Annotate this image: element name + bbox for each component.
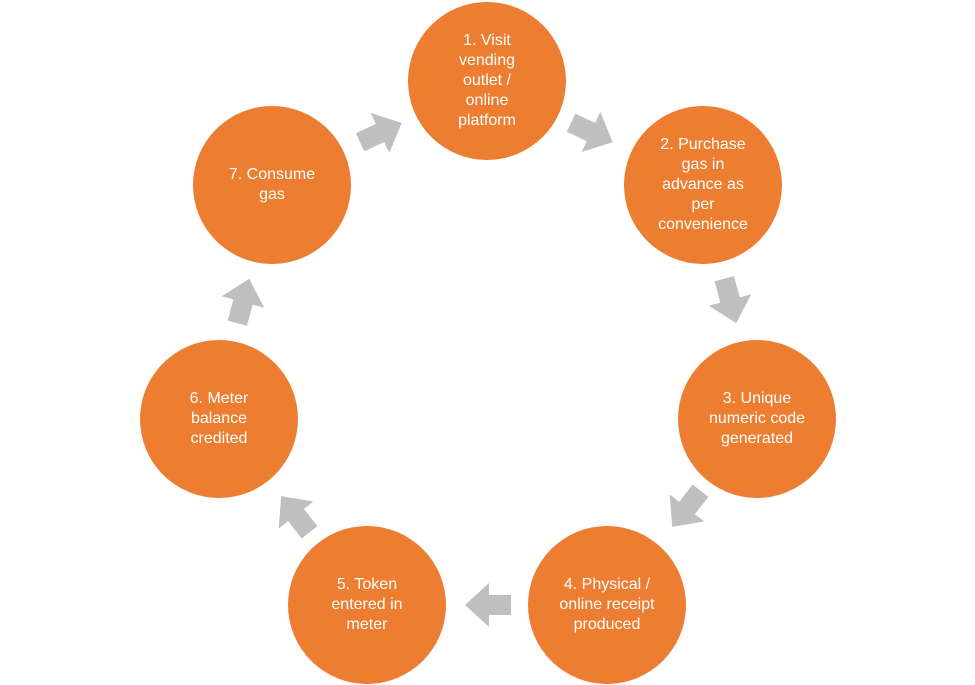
step-3-label: 3. Unique numeric code generated [708, 390, 806, 447]
arrow-5-to-6 [254, 473, 338, 557]
chevron-arrow-icon [669, 484, 709, 527]
step-3-code-generated: 3. Unique numeric code generated [678, 340, 836, 498]
chevron-arrow-icon [355, 113, 402, 153]
step-1-label: 1. Visit vending outlet / online platfor… [458, 32, 516, 129]
step-6-balance-credited: 6. Meter balance credited [140, 340, 298, 498]
step-2-label: 2. Purchase gas in advance as per conven… [658, 136, 748, 233]
chevron-arrow-icon [465, 583, 511, 627]
arrow-6-to-7 [206, 265, 279, 338]
step-6-label: 6. Meter balance credited [189, 390, 249, 447]
arrow-4-to-5 [459, 575, 519, 635]
arrow-3-to-4 [645, 466, 729, 550]
step-7-consume-gas: 7. Consume gas [193, 106, 351, 264]
step-1-visit-outlet: 1. Visit vending outlet / online platfor… [408, 2, 566, 160]
step-5-label: 5. Token entered in meter [331, 576, 403, 633]
step-2-purchase-gas: 2. Purchase gas in advance as per conven… [624, 106, 782, 264]
arrow-1-to-2 [551, 92, 631, 172]
step-5-token-entered: 5. Token entered in meter [288, 526, 446, 684]
arrow-2-to-3 [693, 263, 766, 336]
step-4-receipt-produced: 4. Physical / online receipt produced [528, 526, 686, 684]
chevron-arrow-icon [278, 496, 318, 539]
arrow-7-to-1 [340, 93, 420, 173]
chevron-arrow-icon [708, 276, 752, 324]
step-4-label: 4. Physical / online receipt produced [559, 576, 655, 633]
chevron-arrow-icon [221, 278, 265, 326]
chevron-arrow-icon [566, 112, 613, 152]
step-7-label: 7. Consume gas [228, 166, 316, 203]
